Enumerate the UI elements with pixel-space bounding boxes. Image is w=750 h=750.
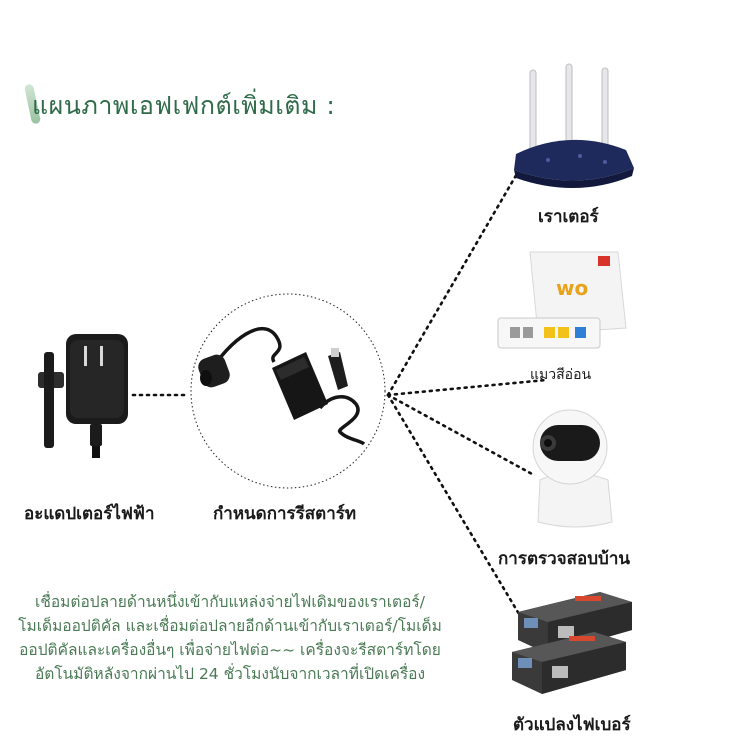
restarter-highlight-circle <box>190 293 386 489</box>
camera-image <box>532 409 613 528</box>
line-to-camera <box>386 393 534 476</box>
modem-image: wo <box>497 251 627 349</box>
restarter-cable-image <box>198 326 366 446</box>
adapter-label: อะแดปเตอร์ไฟฟ้า <box>24 504 155 524</box>
line-to-modem <box>386 378 548 397</box>
description-text: เชื่อมต่อปลายด้านหนึ่งเข้ากับแหล่งจ่ายไฟ… <box>18 593 442 683</box>
line-to-fiber <box>386 393 521 616</box>
modem-label: แมวสีอ่อน <box>530 367 592 383</box>
router-image <box>514 63 634 189</box>
fiber-converter-label: ตัวแปลงไฟเบอร์ <box>513 715 631 735</box>
diagram-title: แผนภาพเอฟเฟกต์เพิ่มเติม : <box>22 83 335 126</box>
router-label: เราเตอร์ <box>538 207 599 227</box>
connection-lines <box>131 170 548 616</box>
svg-text:wo: wo <box>556 276 588 300</box>
restarter-label: กำหนดการรีสตาร์ท <box>213 504 357 524</box>
power-adapter-image <box>38 334 128 458</box>
camera-label: การตรวจสอบบ้าน <box>498 549 630 569</box>
fiber-converter-image <box>512 592 632 694</box>
line-to-router <box>386 170 520 397</box>
